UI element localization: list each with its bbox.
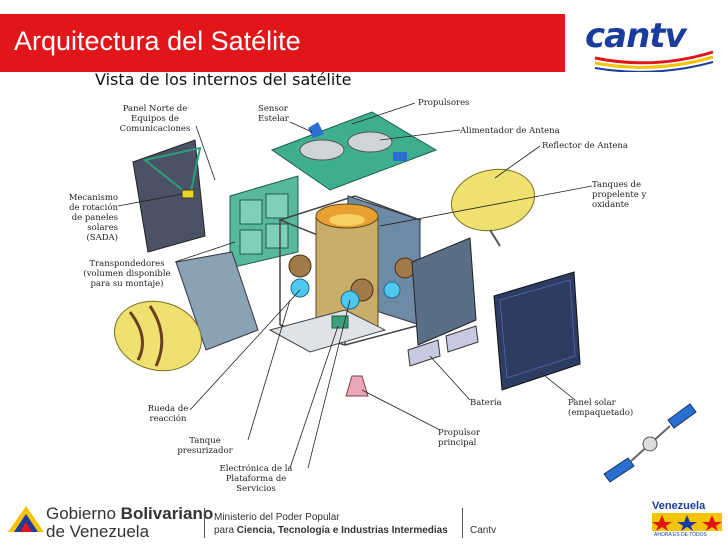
gov-logo-line1: Gobierno Bolivariano (46, 504, 214, 523)
footer-separator-1 (204, 508, 205, 538)
small-satellite-icon (603, 403, 697, 483)
north-panel-truss (142, 146, 202, 198)
wheel-sphere-a (290, 278, 310, 298)
transponder-unit-d (265, 223, 289, 249)
side-panel-left (175, 251, 259, 351)
top-module (393, 152, 407, 161)
cantv-logo-text: cantv (585, 16, 687, 56)
leader-lines (117, 102, 593, 469)
label-bateria: Batería (470, 398, 502, 408)
footer-cantv: Cantv (470, 525, 497, 536)
star-sensor-shape (308, 122, 324, 138)
venezuela-stars-icon (652, 513, 722, 531)
cantv-swoosh-icon (594, 50, 714, 72)
venezuela-flag-icon (8, 506, 44, 532)
title-bar: Arquitectura del Satélite (0, 14, 565, 72)
venezuela-tagline: AHORA ES DE TODOS (654, 532, 707, 538)
battery-a (407, 339, 441, 367)
antenna-reflector (450, 168, 536, 232)
cantv-logo: cantv (575, 14, 720, 72)
side-panel-right (411, 237, 477, 346)
central-tank (315, 215, 379, 327)
top-platform (270, 111, 438, 191)
transponder-unit-b (265, 193, 289, 219)
footer-separator-2 (462, 508, 463, 538)
sada-block (181, 189, 195, 199)
transponder-unit-c (239, 229, 263, 255)
label-propulsores: Propulsores (418, 98, 470, 108)
tank-sphere-a (288, 254, 312, 278)
ministry-line2: para Ciencia, Tecnología e Industrias In… (214, 525, 448, 536)
central-tank-glow (329, 214, 365, 226)
north-panel-shape (132, 139, 206, 253)
gov-logo-line2: de Venezuela (46, 522, 150, 541)
main-thruster (345, 375, 369, 397)
transponder-unit-a (239, 199, 263, 225)
diagram-title: Vista de los internos del satélite (95, 70, 352, 89)
top-dish-b (347, 131, 393, 153)
wheel-sphere-c (383, 281, 401, 299)
label-alimentador: Alimentador de Antena (460, 126, 560, 136)
venezuela-logo-text: Venezuela (652, 500, 706, 512)
venezuela-logo: Venezuela AHORA ES DE TODOS (652, 500, 722, 540)
slide-title: Arquitectura del Satélite (14, 26, 301, 56)
packed-solar-panel (493, 271, 581, 391)
top-dish-a (299, 139, 345, 161)
bottom-platform (268, 309, 387, 353)
battery-b (445, 325, 479, 353)
label-panel-solar: Panel solar(empaquetado) (568, 398, 634, 418)
ministry-line1: Ministerio del Poder Popular (214, 512, 340, 523)
label-reflector: Reflector de Antena (542, 141, 628, 151)
